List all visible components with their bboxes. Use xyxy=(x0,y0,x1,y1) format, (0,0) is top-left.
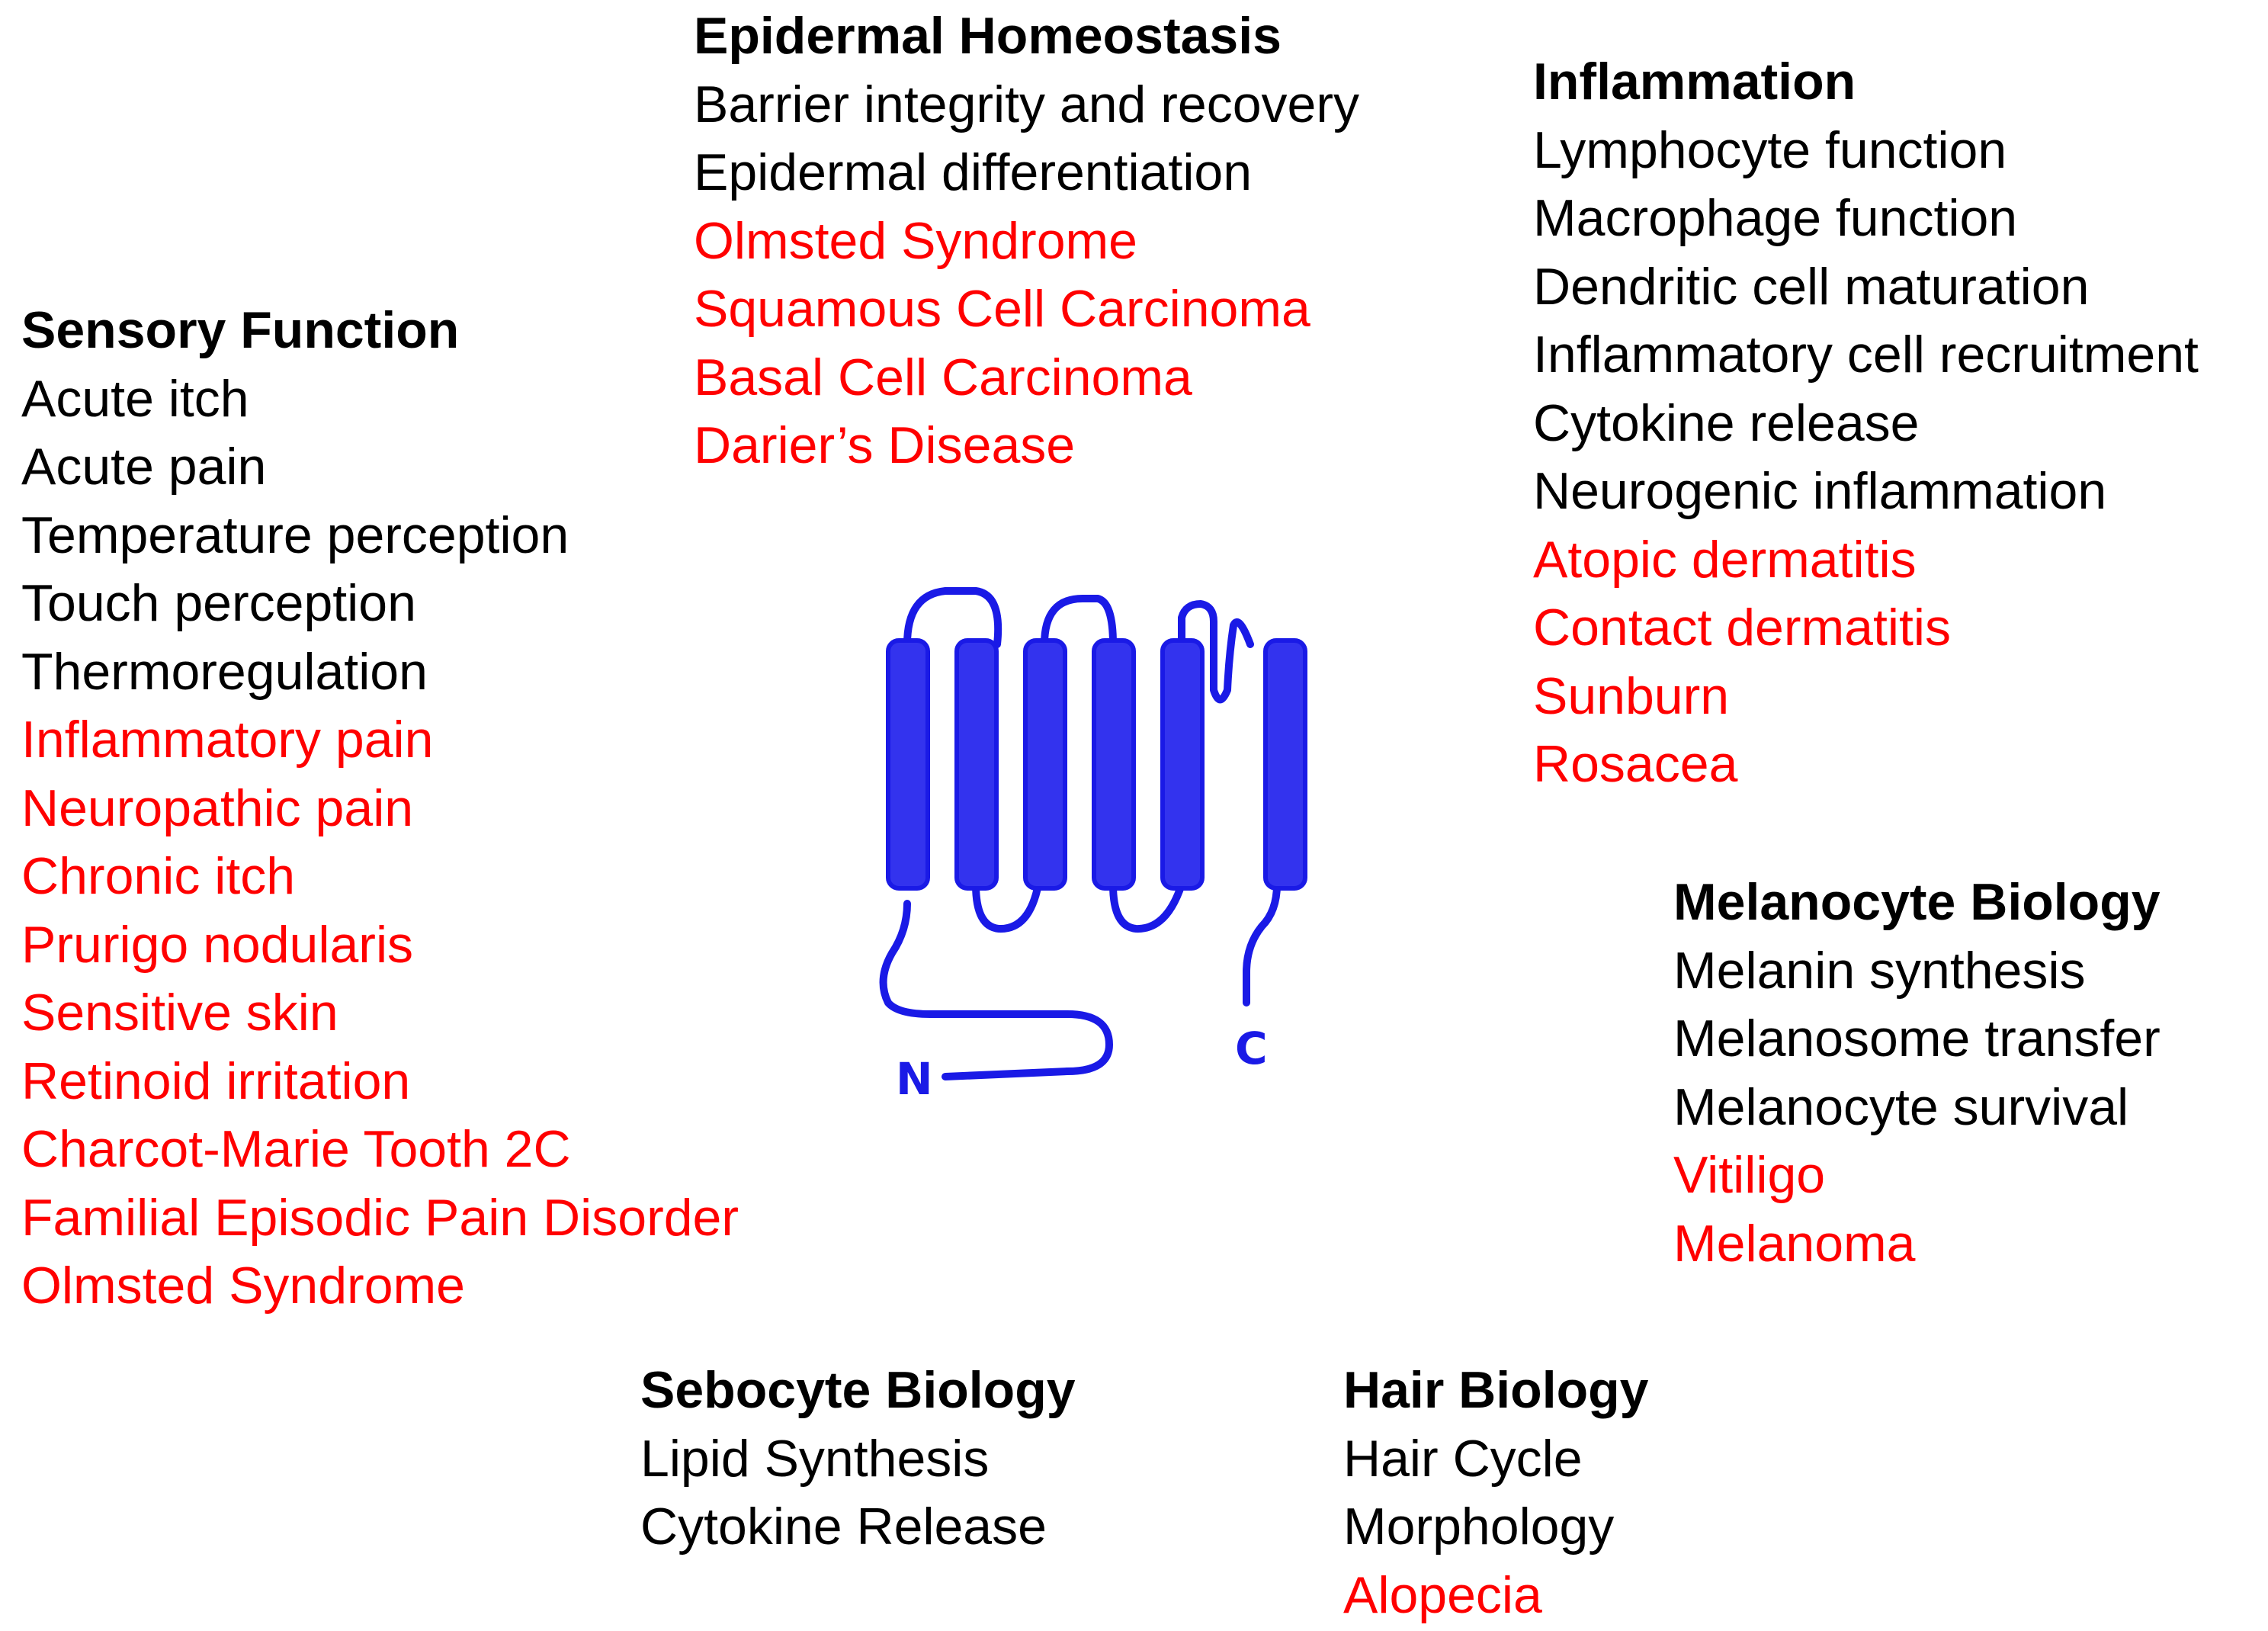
group-heading-epidermal-homeostasis: Epidermal Homeostasis xyxy=(694,7,1282,65)
sensory-item: Sensitive skin xyxy=(21,984,338,1042)
hair-item: Morphology xyxy=(1343,1498,1615,1556)
hair-item: Alopecia xyxy=(1343,1565,1542,1624)
inflammation-item: Macrophage function xyxy=(1533,189,2018,247)
inflammation-item: Sunburn xyxy=(1533,666,1730,725)
sensory-item: Acute itch xyxy=(21,369,249,428)
group-epidermal-homeostasis: Epidermal Homeostasis Barrier integrity … xyxy=(694,2,1359,480)
sensory-item: Thermoregulation xyxy=(21,642,428,701)
c-terminal-tail xyxy=(1243,881,1281,1007)
melanocyte-item: Vitiligo xyxy=(1673,1146,1826,1204)
transmembrane-helices xyxy=(886,638,1307,891)
sensory-item: Retinoid irritation xyxy=(21,1051,411,1110)
inflammation-item: Cytokine release xyxy=(1533,393,1920,452)
inflammation-item: Rosacea xyxy=(1533,735,1738,793)
epidermal-item: Basal Cell Carcinoma xyxy=(694,348,1192,406)
inflammation-item: Neurogenic inflammation xyxy=(1533,462,2107,520)
sensory-item: Chronic itch xyxy=(21,847,296,905)
c-terminus-label: C xyxy=(1235,1023,1268,1074)
channel-loops xyxy=(879,587,1281,1080)
loop-pore xyxy=(1178,600,1254,704)
transmembrane-helix-s5 xyxy=(1160,638,1205,891)
transmembrane-helix-s2 xyxy=(954,638,999,891)
group-heading-hair-biology: Hair Biology xyxy=(1343,1361,1649,1419)
channel-topology-diagram: N C xyxy=(879,587,1307,1105)
sensory-item: Neuropathic pain xyxy=(21,779,414,837)
inflammation-item: Contact dermatitis xyxy=(1533,599,1951,657)
transmembrane-helix-s1 xyxy=(886,638,930,891)
n-terminal-tail xyxy=(879,900,1113,1080)
inflammation-item: Inflammatory cell recruitment xyxy=(1533,326,2199,384)
melanocyte-item: Melanin synthesis xyxy=(1673,941,2086,1000)
loop-s1-s2 xyxy=(903,587,1002,648)
group-heading-sebocyte-biology: Sebocyte Biology xyxy=(640,1361,1076,1419)
melanocyte-item: Melanosome transfer xyxy=(1673,1010,2161,1068)
n-terminus-label: N xyxy=(896,1053,933,1105)
hair-item: Hair Cycle xyxy=(1343,1429,1583,1488)
group-heading-inflammation: Inflammation xyxy=(1533,53,1856,111)
transmembrane-helix-s4 xyxy=(1092,638,1136,891)
sensory-item: Prurigo nodularis xyxy=(21,915,414,974)
sensory-item: Charcot-Marie Tooth 2C xyxy=(21,1120,571,1178)
epidermal-item: Olmsted Syndrome xyxy=(694,211,1137,270)
epidermal-item: Barrier integrity and recovery xyxy=(694,75,1360,133)
epidermal-item: Darier’s Disease xyxy=(694,416,1076,474)
sensory-item: Acute pain xyxy=(21,438,267,496)
inflammation-item: Atopic dermatitis xyxy=(1533,530,1917,589)
epidermal-item: Squamous Cell Carcinoma xyxy=(694,280,1310,338)
loop-s3-s4 xyxy=(1041,595,1117,648)
epidermal-item: Epidermal differentiation xyxy=(694,143,1253,201)
sebocyte-item: Cytokine Release xyxy=(640,1498,1047,1556)
sensory-item: Olmsted Syndrome xyxy=(21,1257,465,1315)
melanocyte-item: Melanocyte survival xyxy=(1673,1077,2129,1136)
loop-s4-s5 xyxy=(1109,881,1185,933)
sensory-item: Temperature perception xyxy=(21,506,569,564)
sensory-item: Familial Episodic Pain Disorder xyxy=(21,1188,739,1247)
sensory-item: Touch perception xyxy=(21,574,416,632)
inflammation-item: Dendritic cell maturation xyxy=(1533,257,2090,316)
sensory-item: Inflammatory pain xyxy=(21,711,434,769)
loop-s2-s3 xyxy=(972,881,1042,933)
inflammation-item: Lymphocyte function xyxy=(1533,120,2007,179)
transmembrane-helix-s3 xyxy=(1023,638,1067,891)
group-heading-sensory-function: Sensory Function xyxy=(21,301,460,359)
sebocyte-item: Lipid Synthesis xyxy=(640,1429,990,1488)
melanocyte-item: Melanoma xyxy=(1673,1214,1916,1273)
transmembrane-helix-s6 xyxy=(1263,638,1307,891)
group-heading-melanocyte-biology: Melanocyte Biology xyxy=(1673,873,2161,931)
